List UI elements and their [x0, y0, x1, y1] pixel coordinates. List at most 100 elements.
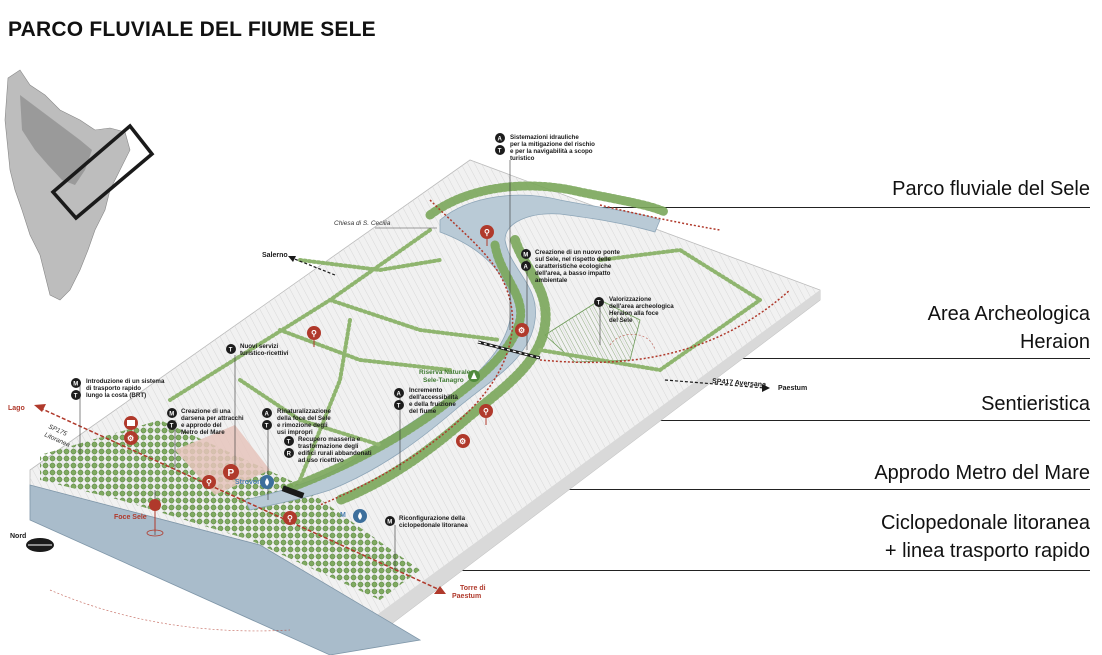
- legend-text: Heraion: [1019, 331, 1090, 353]
- annotation-text: Creazione di un nuovo ponte: [535, 249, 620, 256]
- hiker-pin-icon: ⚲: [479, 404, 493, 425]
- badge-a: [394, 388, 404, 398]
- annotation-10: M Riconfigurazione della ciclopedonale l…: [385, 515, 468, 529]
- badge-t: [262, 420, 272, 430]
- place-riserva-1: Riserva Naturale: [419, 369, 471, 376]
- place-m-label: M: [340, 512, 346, 519]
- water-drop-pin-icon: [353, 509, 367, 523]
- annotation-text: Riconfigurazione della: [399, 515, 466, 522]
- annotation-text: e approdo del: [181, 422, 222, 429]
- legend-text: + linea trasporto rapido: [884, 540, 1090, 562]
- blue-markers: [260, 475, 367, 523]
- svg-text:P: P: [228, 468, 235, 479]
- svg-text:A: A: [524, 265, 529, 271]
- annotation-3: T Valorizzazione dell'area archeologica …: [594, 296, 674, 324]
- badge-t: [71, 390, 81, 400]
- annotation-text: e della fruizione: [409, 401, 456, 408]
- svg-text:⚲: ⚲: [483, 407, 489, 416]
- riparian-vegetation-north: [425, 181, 670, 220]
- annotation-text: Incremento: [409, 387, 443, 394]
- legend-text: Ciclopedonale litoranea: [880, 512, 1090, 534]
- badge-m: [521, 249, 531, 259]
- badge-t: [594, 297, 604, 307]
- annotation-9: A T Incremento dell'accessibilità e dell…: [394, 387, 458, 415]
- road-arrows: [288, 256, 770, 392]
- place-torre-1: Torre di: [460, 585, 486, 592]
- annotation-text: trasformazione degli: [298, 443, 359, 450]
- annotation-text: ambientale: [535, 277, 568, 284]
- place-riserva-2: Sele-Tanagro: [423, 377, 464, 384]
- coastal-pinewood: [40, 420, 420, 600]
- legend-label-approdo: Approdo Metro del Mare: [874, 459, 1090, 487]
- annotation-text: Introduzione di un sistema: [86, 378, 165, 385]
- legend-leader-archeo: [610, 358, 1090, 359]
- annotation-text: turistico: [510, 155, 535, 162]
- annotation-8: T R Recupero masseria e trasformazione d…: [284, 436, 372, 464]
- bike-pin-icon: ⚙: [456, 434, 470, 448]
- darsena-area: [175, 425, 270, 495]
- annotation-text: Creazione di una: [181, 408, 231, 415]
- badge-t: [226, 344, 236, 354]
- svg-text:⚲: ⚲: [311, 329, 317, 338]
- annotation-text: della foce del Sele: [277, 415, 331, 422]
- svg-text:⚲: ⚲: [484, 228, 490, 237]
- place-chiesa: Chiesa di S. Cecilia: [334, 220, 391, 227]
- place-torre-2: Paestum: [452, 593, 481, 600]
- svg-text:M: M: [387, 520, 392, 526]
- north-label: Nord: [10, 533, 26, 540]
- svg-text:R: R: [287, 452, 292, 458]
- tree-lined-paths: [168, 228, 762, 482]
- svg-text:T: T: [597, 301, 601, 307]
- annotation-text: Sistemazioni idrauliche: [510, 134, 579, 141]
- locator-map: [4, 69, 155, 301]
- place-foce: Foce Sele: [114, 514, 147, 521]
- legend-text: Approdo Metro del Mare: [874, 462, 1090, 484]
- svg-text:M: M: [169, 412, 174, 418]
- annotation-text: e rimozione degli: [277, 422, 328, 429]
- cycle-path: [319, 199, 791, 506]
- riparian-vegetation-east: [335, 235, 551, 505]
- svg-text:T: T: [498, 149, 502, 155]
- svg-text:⚙: ⚙: [127, 434, 134, 443]
- svg-text:T: T: [229, 348, 233, 354]
- annotation-text: del Sele: [609, 317, 633, 324]
- svg-text:T: T: [397, 404, 401, 410]
- svg-text:⚲: ⚲: [287, 514, 293, 523]
- legend-leader-approdo: [270, 489, 1090, 490]
- annotation-text: del fiume: [409, 408, 437, 415]
- annotation-text: edifici rurali abbandonati: [298, 450, 372, 457]
- legend-text: Parco fluviale del Sele: [892, 178, 1090, 200]
- hiker-pin-icon: ⚲: [480, 225, 494, 246]
- legend-label-sentieri: Sentieristica: [981, 390, 1090, 418]
- svg-text:T: T: [265, 424, 269, 430]
- sea: [29, 484, 422, 655]
- svg-text:T: T: [287, 440, 291, 446]
- annotation-text: dell'area, a basso impatto: [535, 270, 611, 277]
- svg-text:A: A: [265, 412, 270, 418]
- legend-label-parco: Parco fluviale del Sele: [892, 175, 1090, 203]
- legend-leader-sentieri: [410, 420, 1090, 421]
- place-lago: Lago: [8, 405, 25, 412]
- badge-m: [385, 516, 395, 526]
- svg-text:T: T: [74, 394, 78, 400]
- place-salerno: Salerno: [262, 252, 288, 259]
- orbit-arcs: [49, 333, 656, 632]
- svg-text:M: M: [73, 382, 78, 388]
- legend-leader-parco: [600, 207, 1090, 208]
- svg-text:M: M: [523, 253, 528, 259]
- annotation-text: ciclopedonale litoranea: [399, 522, 468, 529]
- annotation-text: darsena per attracchi: [181, 415, 244, 422]
- badge-a: [521, 261, 531, 271]
- badge-a: [495, 133, 505, 143]
- annotation-text: Recupero masseria e: [298, 436, 361, 443]
- annotation-text: di trasporto rapido: [86, 385, 141, 392]
- annotation-text: turistico-ricettivi: [240, 350, 289, 357]
- annotation-text: sul Sele, nel rispetto delle: [535, 256, 612, 263]
- svg-text:⚲: ⚲: [206, 478, 212, 487]
- annotation-text: Nuovi servizi: [240, 343, 278, 350]
- north-arrow: Nord: [10, 533, 54, 552]
- annotation-1: A T Sistemazioni idrauliche per la mitig…: [495, 133, 595, 162]
- parking-pin-icon: P: [223, 464, 239, 480]
- locator-frame: [50, 123, 155, 221]
